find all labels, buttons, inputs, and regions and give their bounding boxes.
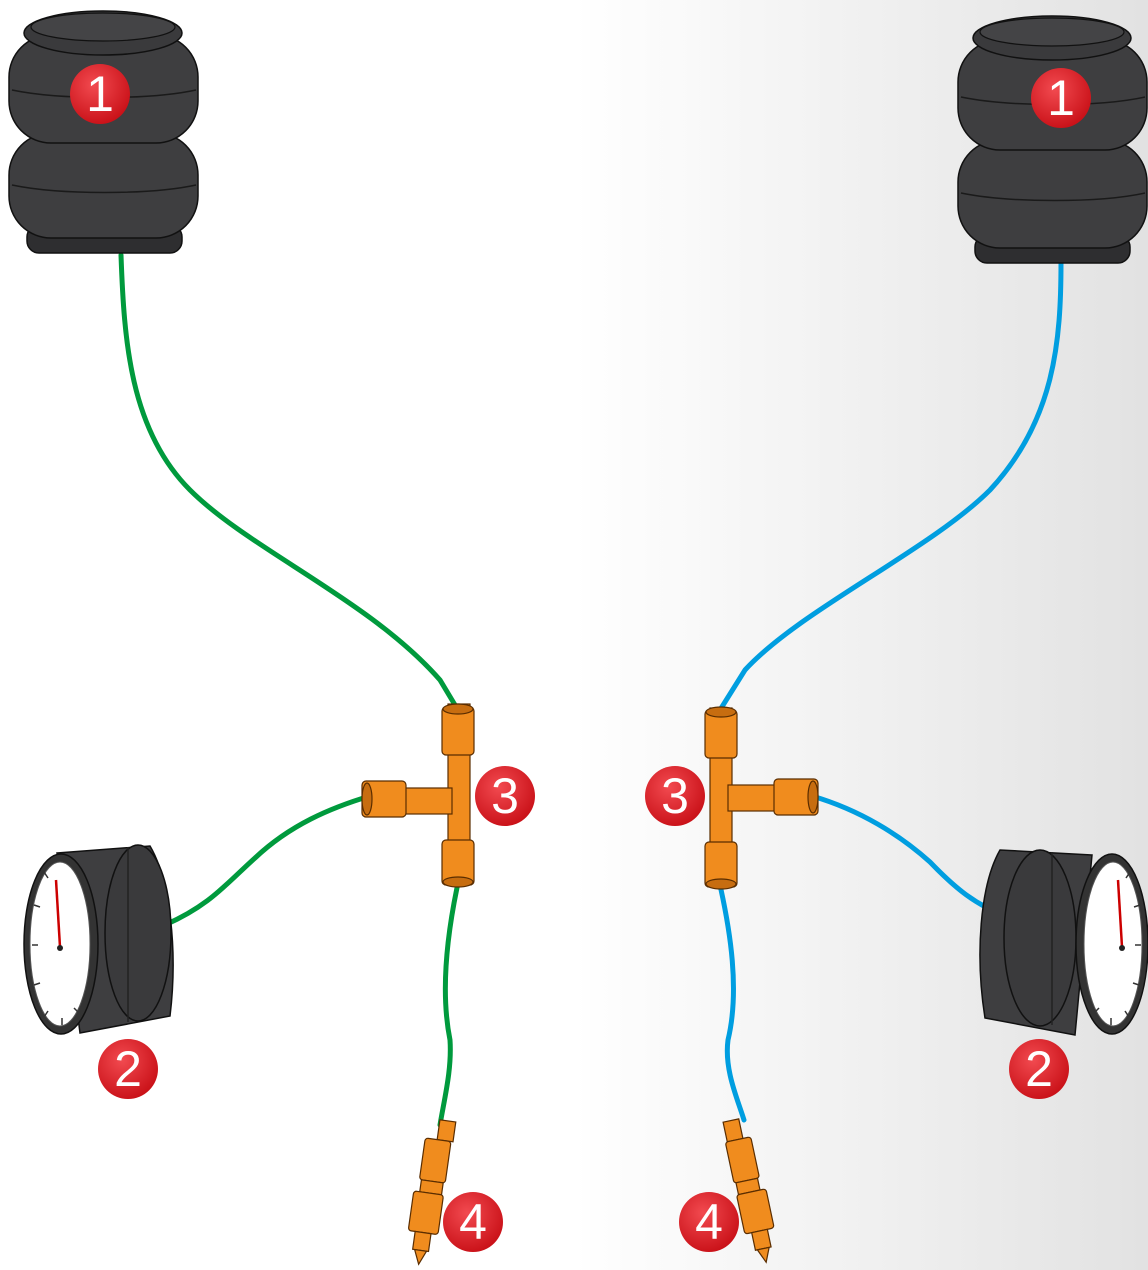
badge-right-tee-fitting: 3: [645, 766, 705, 826]
badge-number: 3: [661, 768, 689, 824]
left-circuit: [8, 10, 475, 1266]
badge-right-pressure-gauge: 2: [1009, 1039, 1069, 1099]
gauge-needle: [1116, 879, 1124, 948]
right-inflation-valve: [722, 1118, 775, 1264]
left-inflation-valve: [408, 1119, 457, 1266]
badge-number: 2: [114, 1041, 142, 1097]
badge-left-air-spring: 1: [70, 64, 130, 124]
badge-number: 2: [1025, 1041, 1053, 1097]
pressure-gauge-icon: [979, 849, 1148, 1036]
badge-circle: [443, 1192, 503, 1252]
left-valve-air-line: [437, 880, 461, 1128]
badge-number: 1: [86, 66, 114, 122]
badge-circle: [475, 766, 535, 826]
right-spring-air-line: [717, 259, 1064, 713]
badge-left-pressure-gauge: 2: [98, 1039, 158, 1099]
left-pressure-gauge: [23, 844, 174, 1035]
badge-number: 1: [1047, 70, 1075, 126]
schrader-valve-icon: [408, 1119, 457, 1266]
tee-fitting-icon: [361, 703, 475, 888]
right-tee-fitting: [704, 706, 819, 890]
badge-number: 3: [491, 768, 519, 824]
badge-left-inflation-valve: 4: [443, 1192, 503, 1252]
double-convoluted-air-spring-icon: [957, 15, 1148, 264]
double-convoluted-air-spring-icon: [8, 10, 199, 254]
badge-circle: [679, 1192, 739, 1252]
pressure-gauge-icon: [23, 844, 174, 1035]
right-air-spring: [957, 15, 1148, 264]
left-air-spring: [8, 10, 199, 254]
badge-circle: [1031, 68, 1091, 128]
left-spring-air-line: [118, 252, 461, 713]
badge-number: 4: [695, 1194, 723, 1250]
left-gauge-air-line: [162, 793, 373, 928]
number-badges: 1 1 2 2 3 3 4 4: [70, 64, 1091, 1252]
badge-left-tee-fitting: 3: [475, 766, 535, 826]
badge-right-inflation-valve: 4: [679, 1192, 739, 1252]
right-pressure-gauge: [979, 849, 1148, 1036]
right-valve-air-line: [717, 882, 747, 1123]
left-tee-fitting: [361, 703, 475, 888]
gauge-needle: [54, 879, 62, 948]
badge-circle: [98, 1039, 158, 1099]
badge-right-air-spring: 1: [1031, 68, 1091, 128]
badge-circle: [645, 766, 705, 826]
right-circuit: [704, 15, 1148, 1264]
badge-number: 4: [459, 1194, 487, 1250]
badge-circle: [1009, 1039, 1069, 1099]
right-gauge-air-line: [809, 793, 1013, 921]
tee-fitting-icon: [704, 706, 819, 890]
schrader-valve-icon: [722, 1118, 775, 1264]
badge-circle: [70, 64, 130, 124]
